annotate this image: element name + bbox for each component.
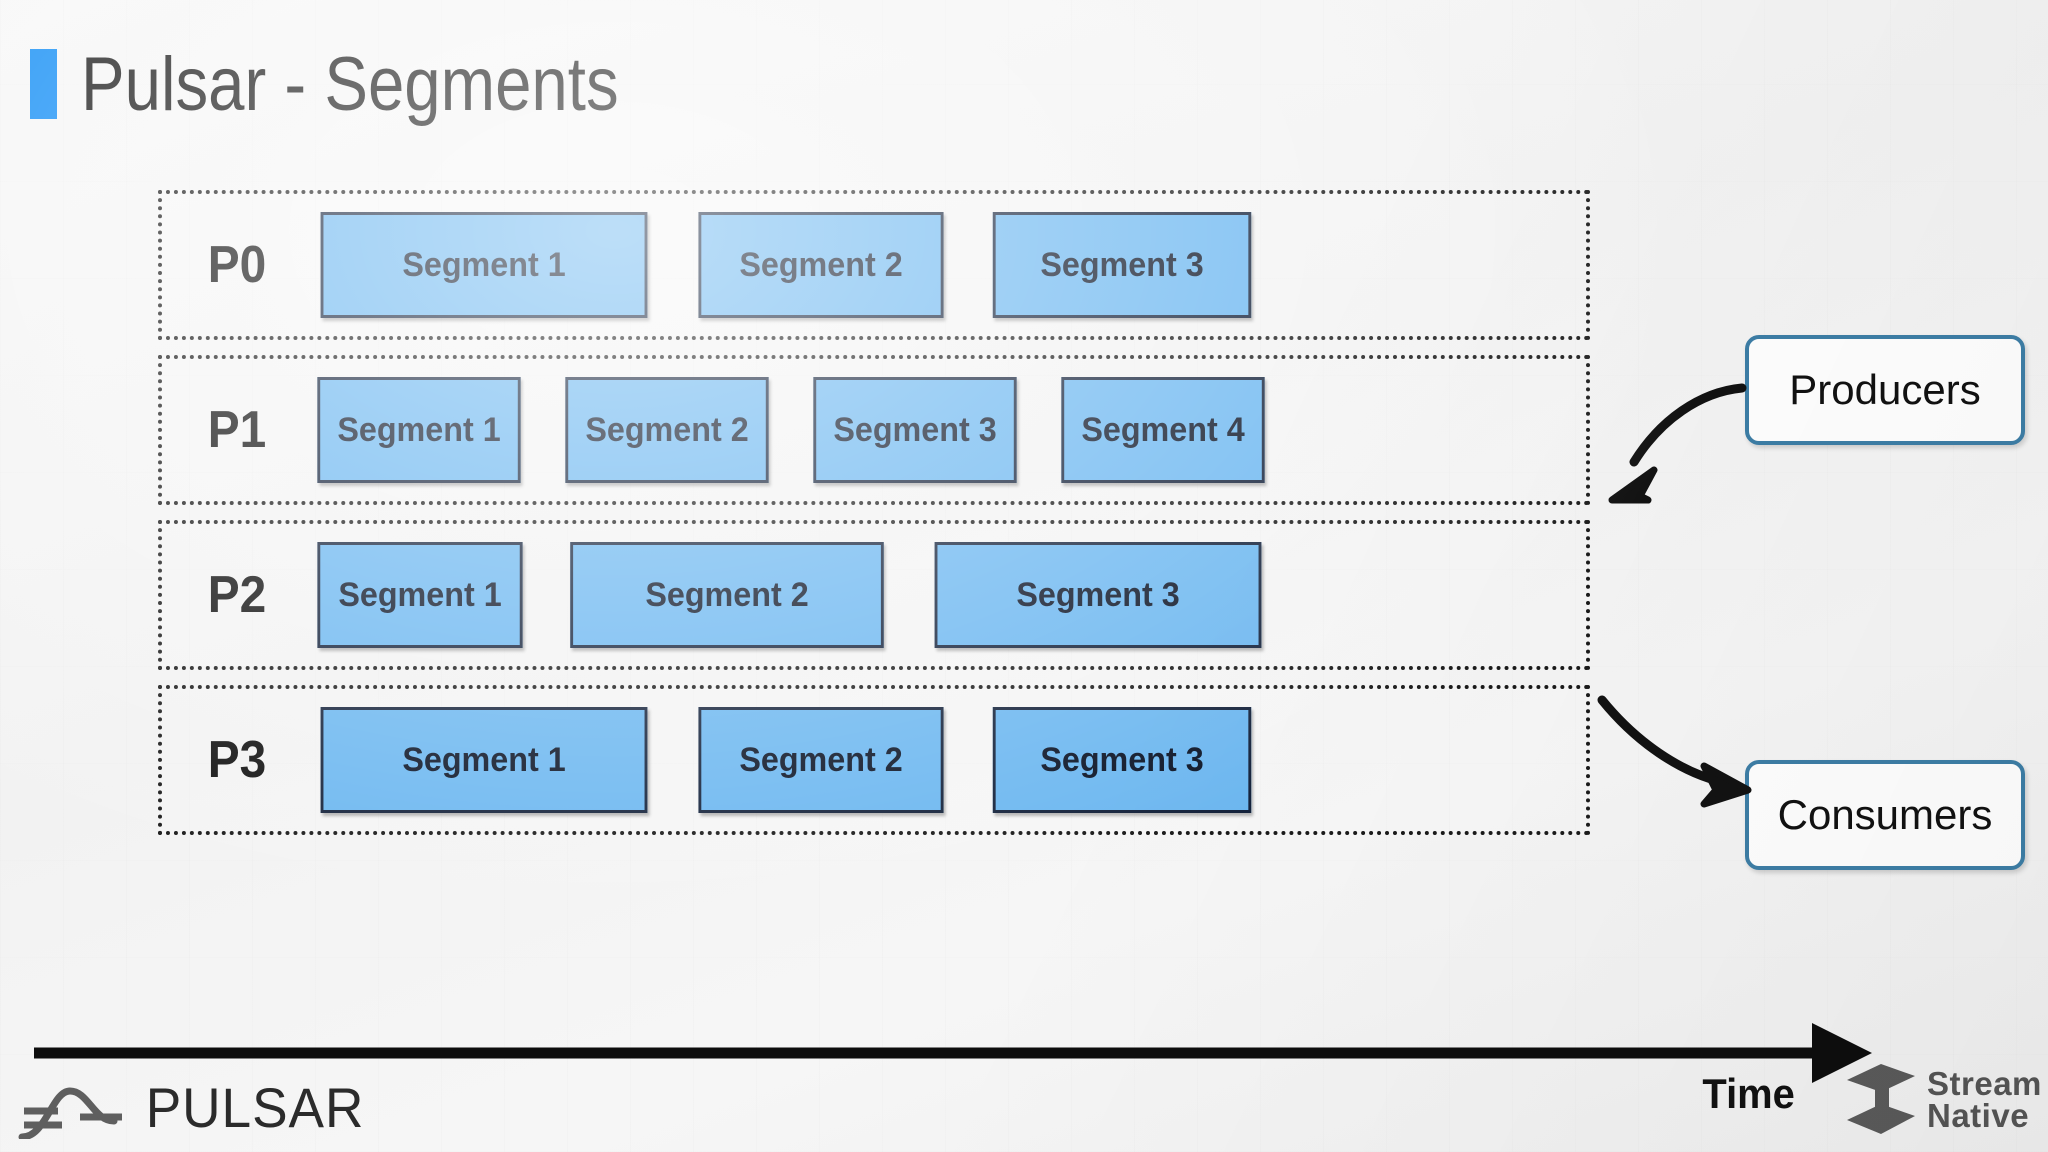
segment-box[interactable]: Segment 1 <box>317 377 521 483</box>
segment-box[interactable]: Segment 1 <box>320 212 648 318</box>
segment-box[interactable]: Segment 2 <box>565 377 769 483</box>
partition-label-p1: P1 <box>207 401 267 459</box>
pulsar-wordmark: PULSAR <box>145 1076 365 1139</box>
segment-box[interactable]: Segment 3 <box>992 212 1252 318</box>
partition-row-p1: P1 Segment 1 Segment 2 Segment 3 Segment… <box>158 355 1590 505</box>
streamnative-s-icon <box>1847 1064 1915 1134</box>
segment-box[interactable]: Segment 2 <box>698 707 944 813</box>
time-axis-arrow-icon <box>34 1023 1872 1083</box>
partition-label-p0: P0 <box>207 236 267 294</box>
segment-list-p0: Segment 1 Segment 2 Segment 3 <box>312 194 1586 336</box>
segment-box[interactable]: Segment 3 <box>934 542 1262 648</box>
streamnative-wordmark: Stream Native <box>1927 1065 2042 1134</box>
consumers-arrow-icon <box>1597 695 1752 808</box>
partition-label-p2: P2 <box>207 566 267 624</box>
partition-row-p0: P0 Segment 1 Segment 2 Segment 3 <box>158 190 1590 340</box>
streamnative-line-1: Stream <box>1927 1065 2042 1102</box>
segment-box[interactable]: Segment 2 <box>570 542 884 648</box>
page-title: Pulsar - Segments <box>81 41 619 127</box>
time-axis-label: Time <box>1702 1070 1795 1117</box>
producers-arrow-icon <box>1608 383 1747 504</box>
title-accent-bar <box>30 49 57 119</box>
segment-box[interactable]: Segment 2 <box>698 212 944 318</box>
segment-box[interactable]: Segment 1 <box>317 542 523 648</box>
partition-row-p3: P3 Segment 1 Segment 2 Segment 3 <box>158 685 1590 835</box>
partition-row-p2: P2 Segment 1 Segment 2 Segment 3 <box>158 520 1590 670</box>
streamnative-logo: Stream Native <box>1845 1062 2042 1138</box>
pulsar-wave-icon <box>18 1086 122 1139</box>
segment-box[interactable]: Segment 1 <box>320 707 648 813</box>
segment-list-p1: Segment 1 Segment 2 Segment 3 Segment 4 <box>312 359 1586 501</box>
segment-list-p2: Segment 1 Segment 2 Segment 3 <box>312 524 1586 666</box>
streamnative-line-2: Native <box>1927 1097 2030 1134</box>
segment-list-p3: Segment 1 Segment 2 Segment 3 <box>312 689 1586 831</box>
partition-label-p3: P3 <box>207 731 267 789</box>
partition-rows: P0 Segment 1 Segment 2 Segment 3 P1 Segm… <box>158 190 1590 835</box>
apache-pulsar-logo: PULSAR <box>18 1075 370 1140</box>
segment-box[interactable]: Segment 3 <box>813 377 1017 483</box>
segment-box[interactable]: Segment 3 <box>992 707 1252 813</box>
slide-title-row: Pulsar - Segments <box>30 40 706 128</box>
producers-callout[interactable]: Producers <box>1745 335 2025 445</box>
consumers-callout[interactable]: Consumers <box>1745 760 2025 870</box>
segment-box[interactable]: Segment 4 <box>1061 377 1265 483</box>
